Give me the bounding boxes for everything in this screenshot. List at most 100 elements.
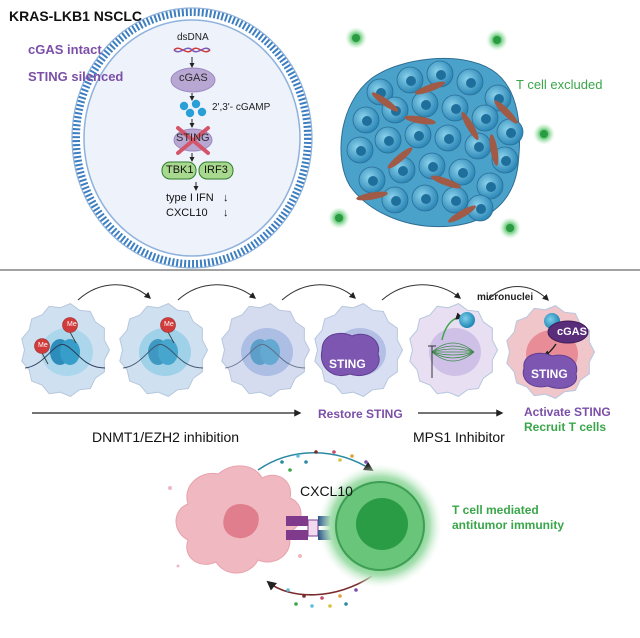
tumor-nucleus xyxy=(474,142,484,152)
fibroblast xyxy=(489,134,499,166)
label-type1-ifn: type I IFN xyxy=(166,192,214,204)
x-mark-icon xyxy=(176,126,210,155)
nucleosome-icon xyxy=(224,339,306,369)
cytokine-dot xyxy=(302,594,306,598)
tbk1-pill xyxy=(161,161,197,180)
tumor-nucleus xyxy=(466,78,476,88)
micronucleus-icon xyxy=(441,312,475,341)
tumor-nucleus xyxy=(481,114,491,124)
cytokine-dot xyxy=(338,458,342,462)
nucleosome-icon xyxy=(24,339,106,369)
fibroblast xyxy=(430,175,462,189)
cytokine-dot xyxy=(344,602,348,606)
tumor-nucleus xyxy=(436,70,446,80)
cytokine-dot xyxy=(332,450,336,454)
t-cell-icon xyxy=(328,27,555,239)
label-me-3: Me xyxy=(164,321,174,328)
activated-cell-components xyxy=(522,313,589,389)
arrow-down-cxcl10: ↓ xyxy=(223,207,229,219)
tumor-nucleus xyxy=(391,196,401,206)
tumor-nucleus xyxy=(506,128,516,138)
fibroblast xyxy=(387,147,413,169)
label-cxcl10-top: CXCL10 xyxy=(166,207,208,219)
tumor-nucleus xyxy=(398,166,408,176)
cytokine-dot xyxy=(296,454,300,458)
cgas-protein xyxy=(170,67,216,93)
cytokine-dot xyxy=(364,460,368,464)
label-me-1: Me xyxy=(67,321,77,328)
label-cgamp: 2',3'- cGAMP xyxy=(212,102,271,113)
cytokine-dot xyxy=(328,604,332,608)
tumor-nucleus xyxy=(476,204,486,214)
cytokine-dot xyxy=(304,460,308,464)
cytokine-dot xyxy=(320,596,324,600)
cytokine-dot xyxy=(354,588,358,592)
tumor-nucleus xyxy=(406,76,416,86)
arrow-down-ifn: ↓ xyxy=(223,192,229,204)
tumor-nucleus xyxy=(428,162,438,172)
label-dnmt-ezh2: DNMT1/EZH2 inhibition xyxy=(92,429,240,445)
tumor-cell-icon xyxy=(168,465,302,574)
cytokine-dot xyxy=(294,602,298,606)
methyl-mark xyxy=(62,317,78,344)
label-sting-active: STING xyxy=(531,367,568,381)
label-micronuclei: micronuclei xyxy=(477,292,534,303)
cytokine-dot xyxy=(314,450,318,454)
label-tbk1: TBK1 xyxy=(166,164,194,176)
fibroblast xyxy=(414,81,446,95)
label-cxcl10-bottom: CXCL10 xyxy=(300,483,353,499)
tumor-nucleus xyxy=(384,136,394,146)
tumor-nucleus xyxy=(362,116,372,126)
cytokine-dot xyxy=(310,604,314,608)
cytokine-dot xyxy=(280,460,284,464)
label-cgas-intact: cGAS intact xyxy=(28,42,102,57)
nucleosome-icon xyxy=(122,339,204,369)
t-cell-large-icon xyxy=(318,464,442,588)
cell-membrane-rim xyxy=(71,7,313,269)
irf3-pill xyxy=(198,161,234,180)
label-restore-sting: Restore STING xyxy=(318,407,403,421)
tumor-nucleus xyxy=(451,196,461,206)
tumor-nucleus xyxy=(421,194,431,204)
cytokine-dot xyxy=(288,468,292,472)
tumor-nucleus xyxy=(458,168,468,178)
label-sting-protein: STING xyxy=(176,132,210,144)
fibroblast xyxy=(371,92,399,112)
title-kras-lkb1: KRAS-LKB1 NSCLC xyxy=(9,8,142,24)
tumor-cluster-icon xyxy=(340,57,524,228)
cell-stage-5 xyxy=(409,303,499,397)
tumor-nucleus xyxy=(414,131,424,141)
cgamp-dots-icon xyxy=(179,99,207,118)
sting-blob-restored xyxy=(320,332,380,376)
cell-membrane-outer xyxy=(72,8,312,268)
label-recruit-t: Recruit T cells xyxy=(524,420,607,434)
fibroblast xyxy=(461,112,479,140)
tumor-nucleus xyxy=(368,176,378,186)
fibroblast xyxy=(448,205,476,223)
tumor-nucleus xyxy=(501,156,511,166)
label-cgas-active: cGAS xyxy=(557,326,587,338)
tumor-nucleus xyxy=(421,100,431,110)
label-me-2: Me xyxy=(38,342,48,349)
label-antitumor: antitumor immunity xyxy=(452,518,565,532)
label-activate-sting: Activate STING xyxy=(524,405,611,419)
methyl-mark xyxy=(34,338,50,365)
cytokine-dot xyxy=(286,588,290,592)
cytokine-dot xyxy=(350,454,354,458)
tumor-nucleus xyxy=(486,182,496,192)
label-cgas-protein: cGAS xyxy=(179,72,208,84)
tumor-nucleus xyxy=(356,146,366,156)
fibroblast xyxy=(494,100,518,124)
label-mps1: MPS1 Inhibitor xyxy=(413,429,505,445)
label-sting-silenced: STING silenced xyxy=(28,69,124,84)
methyl-mark xyxy=(160,317,176,344)
cytokine-dots xyxy=(280,450,368,608)
fibroblast xyxy=(404,115,436,125)
tumor-nucleus xyxy=(444,134,454,144)
label-t-cell-excluded: T cell excluded xyxy=(516,77,603,92)
label-t-cell-mediated: T cell mediated xyxy=(452,503,539,517)
label-irf3: IRF3 xyxy=(204,164,228,176)
dna-helix-icon xyxy=(173,47,211,53)
